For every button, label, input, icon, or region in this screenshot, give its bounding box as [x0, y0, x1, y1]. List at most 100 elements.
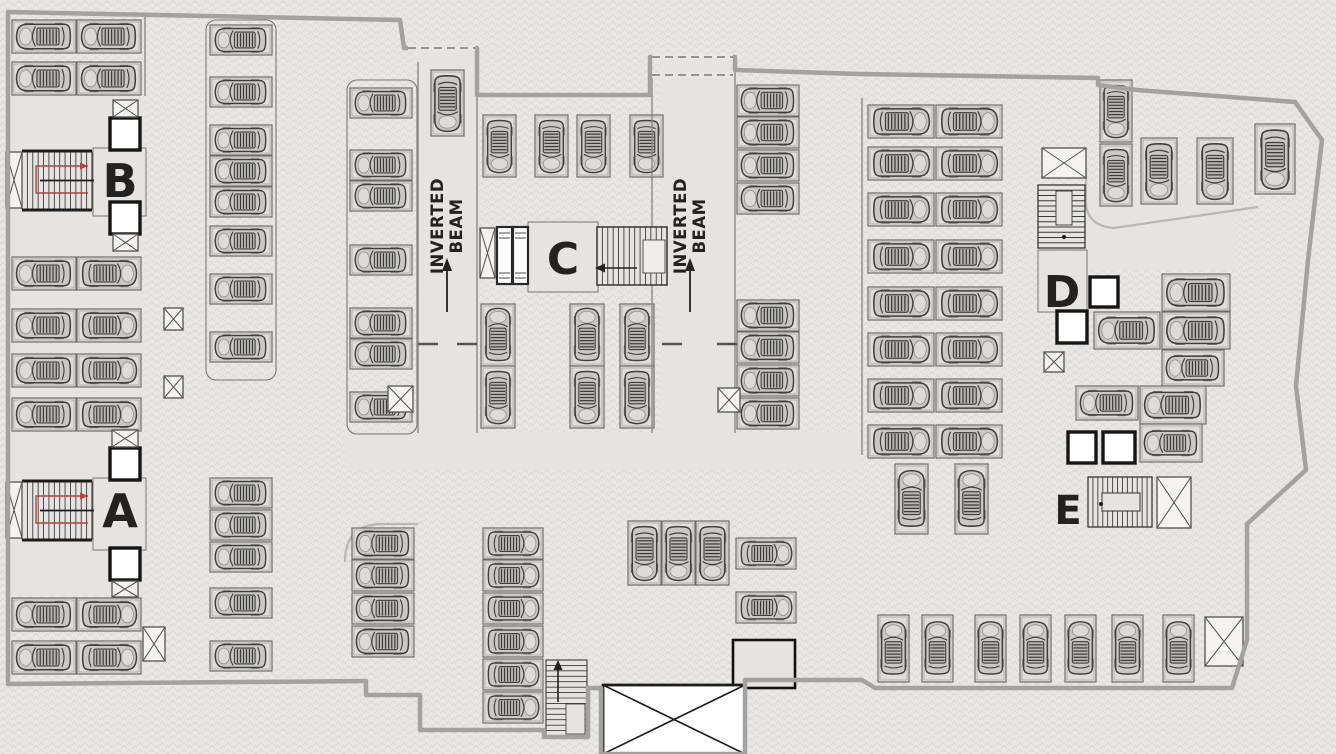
parking-stall	[11, 61, 77, 96]
car-icon	[355, 627, 410, 656]
egress-arrow	[80, 492, 88, 500]
stair-c	[595, 226, 668, 286]
car-icon	[623, 370, 651, 425]
parking-stall	[76, 597, 142, 632]
parking-stall	[349, 180, 413, 212]
x-shaft	[1041, 147, 1087, 179]
car-icon	[941, 241, 999, 272]
car-icon	[354, 89, 407, 117]
parking-stall	[209, 640, 273, 672]
elevator	[1101, 430, 1137, 465]
car-icon	[487, 562, 540, 589]
parking-stall	[11, 397, 77, 432]
parking-stall	[209, 76, 273, 108]
parking-stall	[627, 520, 662, 586]
car-icon	[873, 288, 931, 319]
parking-stall	[974, 614, 1007, 683]
drive-aisle	[345, 432, 862, 470]
x-shaft	[163, 375, 184, 399]
parking-stall	[1161, 273, 1231, 312]
car-icon	[1102, 148, 1130, 203]
parking-stall	[894, 463, 929, 535]
car-icon	[487, 628, 540, 655]
car-icon	[487, 595, 540, 622]
car-icon	[214, 126, 267, 154]
car-icon	[15, 259, 72, 288]
core-label-a: A	[102, 484, 138, 538]
parking-stall	[480, 365, 516, 429]
parking-stall	[736, 299, 800, 332]
car-icon	[214, 543, 267, 571]
car-icon	[941, 148, 999, 179]
parking-stall	[735, 537, 797, 570]
parking-stall	[349, 338, 413, 370]
elevator	[108, 446, 142, 482]
car-icon	[879, 621, 908, 675]
parking-stall	[76, 397, 142, 432]
parking-stall	[1139, 423, 1203, 463]
parking-stall	[736, 84, 800, 117]
car-icon	[1143, 390, 1201, 420]
car-icon	[976, 621, 1005, 675]
car-icon	[214, 589, 267, 617]
car-icon	[214, 227, 267, 255]
car-icon	[740, 333, 795, 362]
parking-stall	[349, 87, 413, 119]
x-shaft	[479, 227, 496, 279]
parking-stall	[534, 114, 569, 178]
car-icon	[355, 594, 410, 623]
car-icon	[1143, 429, 1198, 457]
parking-stall	[209, 541, 273, 573]
parking-stall	[736, 331, 800, 364]
car-icon	[1164, 621, 1193, 675]
inverted-beam-label: INVERTEDBEAM	[671, 178, 709, 274]
x-shaft	[142, 626, 166, 662]
parking-stall	[209, 273, 273, 305]
car-icon	[214, 26, 267, 54]
car-icon	[15, 400, 72, 429]
core-label-b: B	[102, 154, 137, 208]
parking-stall	[1139, 385, 1207, 425]
car-icon	[485, 119, 514, 174]
parking-stall	[576, 114, 611, 178]
car-icon	[214, 642, 267, 670]
car-icon	[740, 151, 795, 180]
car-icon	[1200, 143, 1230, 201]
parking-stall	[1093, 311, 1161, 350]
car-icon	[579, 119, 608, 174]
parking-stall	[11, 256, 77, 291]
parking-stall	[76, 256, 142, 291]
parking-stall	[935, 104, 1003, 139]
parking-stall	[1161, 349, 1225, 387]
curb	[1084, 168, 1259, 230]
car-icon	[956, 469, 987, 527]
parking-stall	[76, 353, 142, 388]
parking-stall	[482, 559, 544, 592]
car-icon	[214, 157, 267, 185]
car-icon	[354, 340, 407, 368]
parking-stall	[11, 640, 77, 675]
car-icon	[484, 307, 512, 362]
car-icon	[81, 643, 138, 672]
parking-stall	[736, 149, 800, 182]
car-icon	[15, 64, 72, 93]
car-icon	[214, 511, 267, 539]
parking-stall	[482, 114, 517, 178]
car-icon	[941, 380, 999, 411]
egress-path	[35, 495, 88, 524]
parking-stall	[209, 509, 273, 541]
car-icon	[1259, 129, 1291, 190]
car-icon	[15, 643, 72, 672]
stall-enclosure	[346, 79, 418, 435]
car-icon	[81, 600, 138, 629]
car-icon	[573, 370, 601, 425]
car-icon	[873, 334, 931, 365]
car-icon	[80, 22, 137, 51]
parking-stall	[351, 527, 415, 560]
parking-stall	[935, 286, 1003, 321]
parking-stall	[629, 114, 664, 178]
car-icon	[873, 241, 931, 272]
parking-stall	[569, 365, 605, 429]
